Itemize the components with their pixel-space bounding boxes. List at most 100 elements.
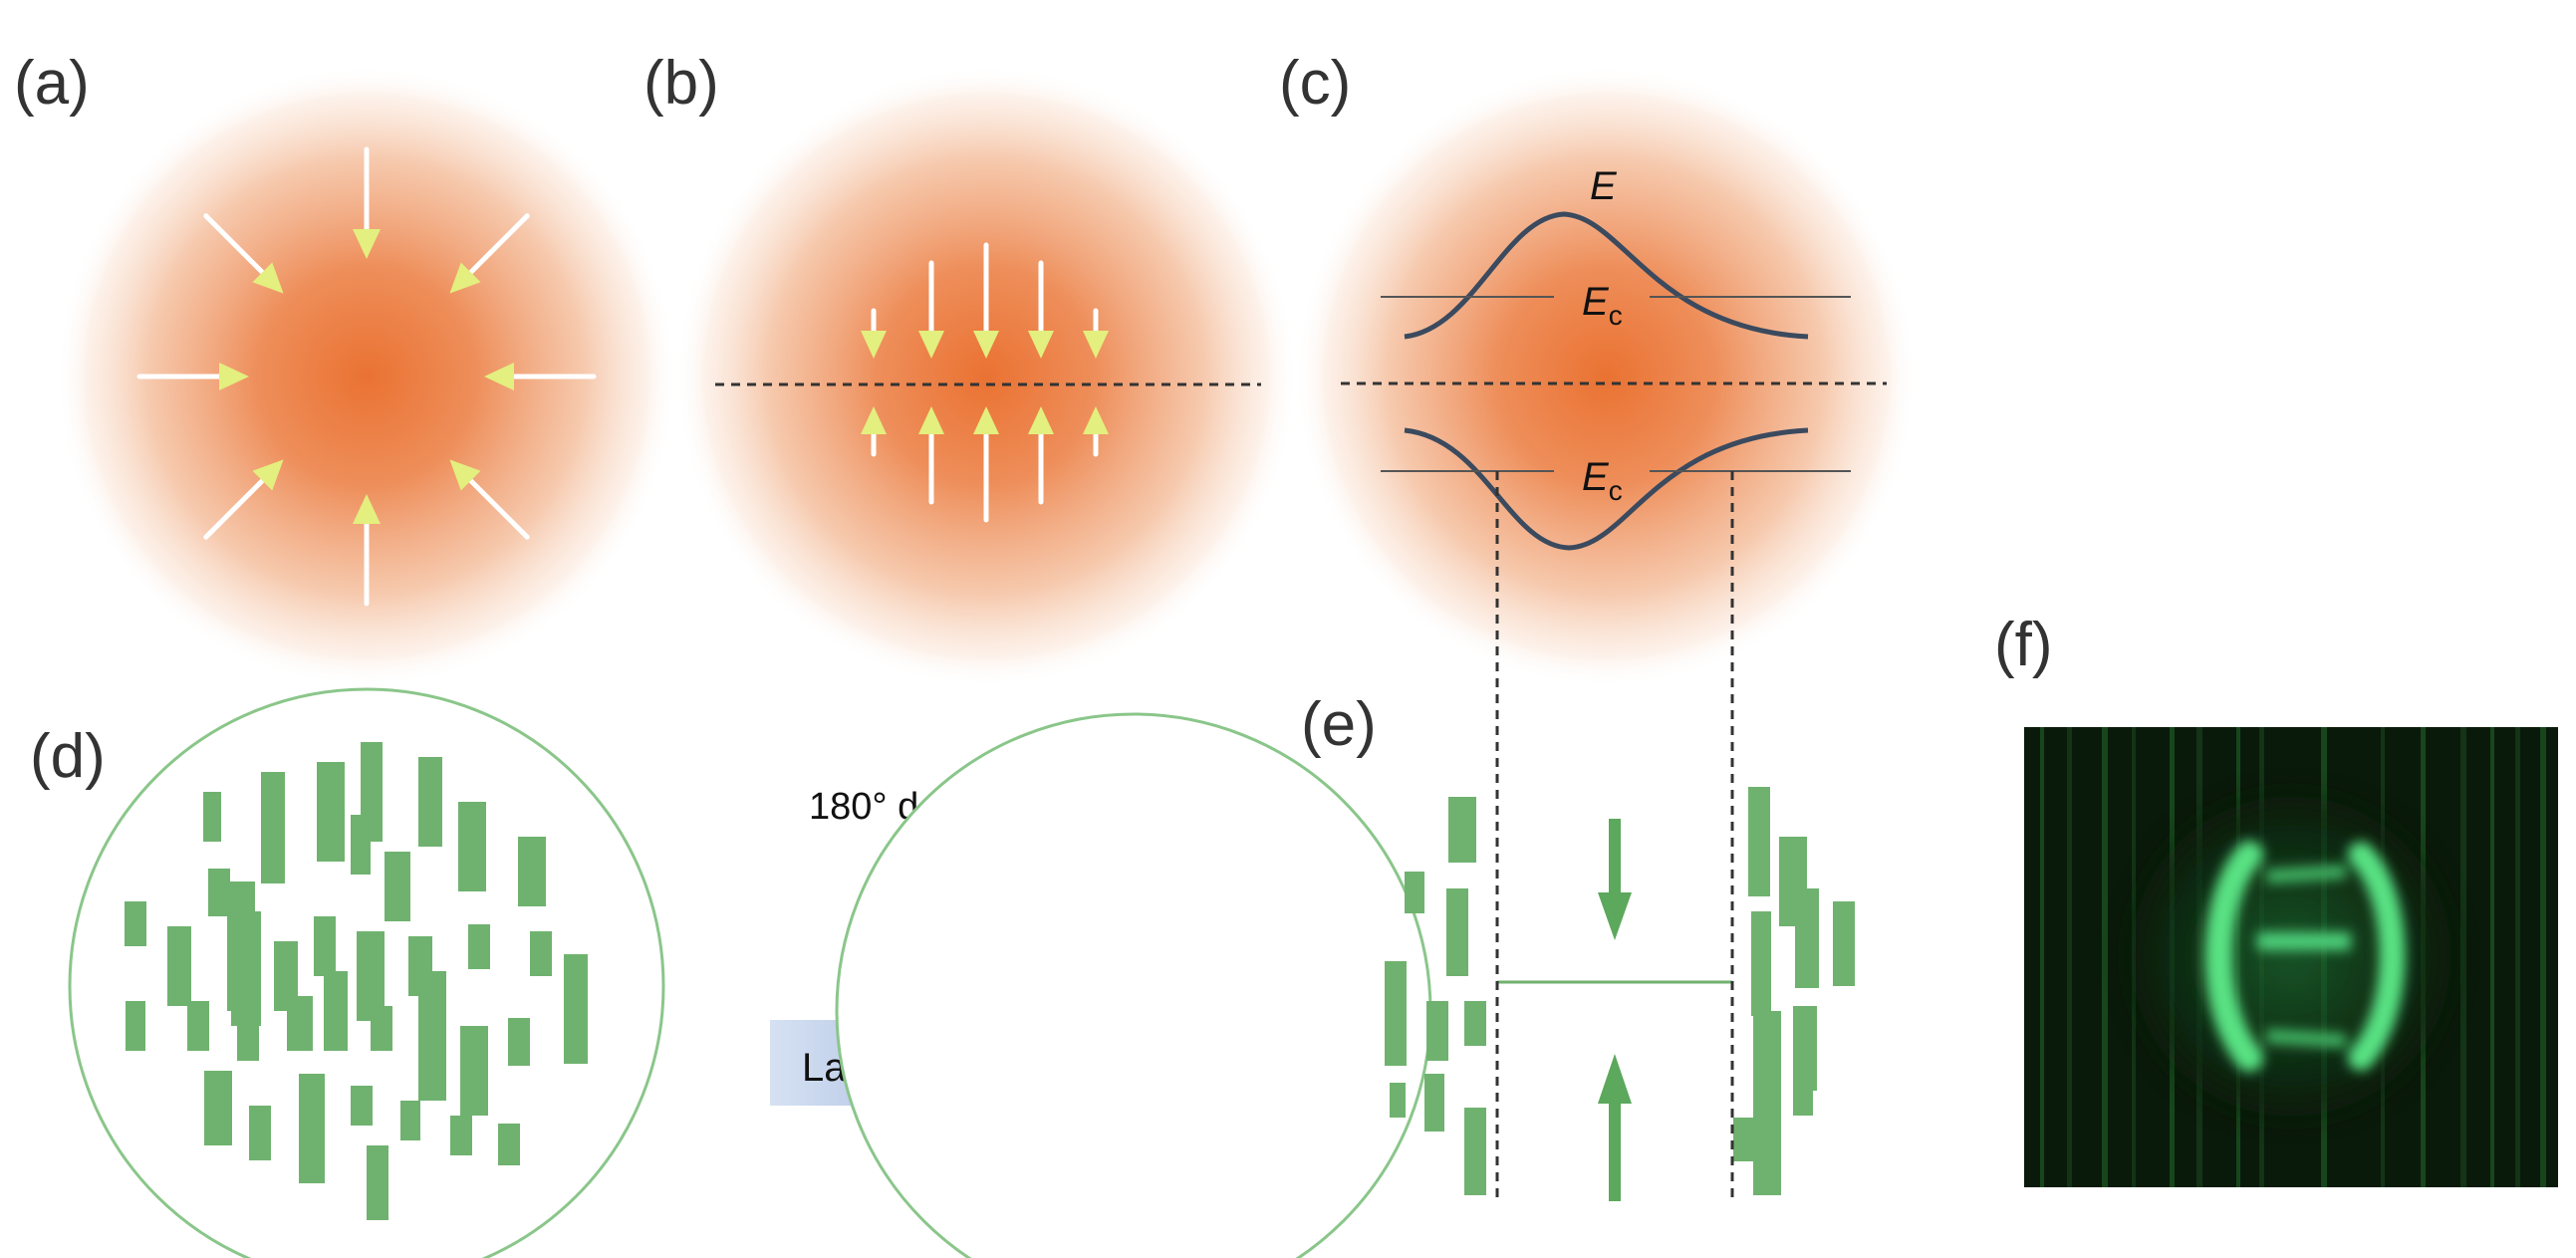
- domain-rect: [498, 1124, 520, 1165]
- domain-rect: [1753, 1106, 1781, 1195]
- domain-rect: [518, 837, 546, 906]
- panel-c: E Ec Ec: [1295, 66, 1917, 687]
- field-label: E: [1590, 164, 1618, 208]
- up-arrow: [1083, 406, 1109, 457]
- panel-a: [56, 66, 677, 687]
- laser-beam-spot: [1295, 66, 1917, 687]
- domain-rect: [1751, 911, 1771, 1016]
- domain-rect: [371, 1006, 392, 1051]
- domain-rect: [530, 931, 552, 976]
- domain-rect: [126, 1001, 145, 1051]
- inward-arrow: [449, 459, 530, 540]
- domain-rect: [1833, 946, 1853, 986]
- domain-rect: [204, 1071, 232, 1145]
- domain-rect: [458, 802, 486, 891]
- down-arrow: [918, 260, 944, 359]
- inward-arrow: [136, 363, 249, 390]
- domain-rect: [324, 971, 348, 1051]
- microscope-image: [2024, 727, 2558, 1187]
- domain-rect: [1748, 787, 1770, 896]
- streak: [2490, 727, 2494, 1187]
- domain-rect: [208, 869, 230, 916]
- inward-arrow: [353, 494, 381, 607]
- streak: [2515, 727, 2520, 1187]
- coercive-label-upper: Ec: [1582, 280, 1623, 331]
- coercive-label-lower: Ec: [1582, 455, 1623, 506]
- domain-rect: [351, 1086, 373, 1126]
- up-arrow: [973, 406, 999, 523]
- domain-rect: [1795, 888, 1819, 988]
- domain-rect: [1464, 1001, 1486, 1046]
- vertical-arrows-icon: [861, 242, 1109, 523]
- down-arrow-icon: [1598, 819, 1632, 940]
- streak: [2040, 727, 2044, 1187]
- domain-rect: [167, 926, 191, 1006]
- domain-rect: [125, 901, 146, 946]
- panel-d: [68, 687, 665, 1258]
- domain-rect: [1733, 1118, 1753, 1161]
- domain-rect: [1426, 1001, 1448, 1061]
- domain-rect: [361, 742, 383, 842]
- panel-label-d: (d): [30, 722, 106, 791]
- domain-rect: [1424, 1074, 1444, 1132]
- inward-arrow: [353, 146, 381, 259]
- h-shaped-glow: [2204, 841, 2406, 1072]
- panel-label-a: (a): [14, 49, 90, 118]
- inward-arrow: [484, 363, 597, 390]
- domain-rect: [400, 1101, 420, 1140]
- domain-rect: [1793, 1056, 1813, 1116]
- panel-label-f: (f): [1994, 611, 2053, 679]
- inward-arrow: [203, 213, 284, 294]
- domain-rect: [203, 792, 221, 842]
- panel-label-b: (b): [644, 49, 719, 118]
- down-arrow: [973, 242, 999, 359]
- remaining-domains: [1385, 787, 1855, 1195]
- domain-rect: [460, 1026, 488, 1116]
- domain-rect: [249, 1106, 271, 1160]
- panel-f: [2024, 727, 2558, 1187]
- inward-arrow: [449, 213, 530, 294]
- panel-b: [675, 66, 1297, 687]
- down-arrow: [1028, 260, 1054, 359]
- panel-e: [835, 712, 1855, 1258]
- domain-rect: [1446, 888, 1468, 976]
- domain-rect: [385, 852, 410, 921]
- domain-rect: [187, 1001, 209, 1051]
- domain-rect: [1405, 872, 1424, 913]
- domain-rect: [237, 1016, 259, 1061]
- converging-arrows-icon: [136, 146, 597, 607]
- domain-rect: [418, 757, 442, 847]
- domain-rect: [287, 996, 313, 1051]
- domain-rect: [231, 911, 261, 1026]
- up-arrow: [1028, 406, 1054, 505]
- up-arrow-icon: [1598, 1054, 1632, 1201]
- panel-label-c: (c): [1279, 49, 1351, 118]
- domain-rect: [418, 971, 446, 1101]
- domain-rect: [1464, 1108, 1486, 1195]
- streak: [2540, 727, 2546, 1187]
- domain-rect: [1753, 1011, 1781, 1106]
- random-domains: [125, 742, 588, 1220]
- domain-rect: [564, 954, 588, 1064]
- streak: [2460, 727, 2466, 1187]
- streak: [2102, 727, 2108, 1187]
- domain-rect: [450, 1116, 472, 1155]
- domain-rect: [317, 762, 345, 862]
- domain-rect: [468, 924, 490, 969]
- field-curve-upper: [1404, 211, 1809, 340]
- inward-arrow: [203, 459, 284, 540]
- domain-rect: [299, 1074, 325, 1183]
- domain-rect: [1448, 797, 1476, 863]
- domain-rect: [314, 916, 336, 976]
- down-arrow: [861, 308, 887, 359]
- field-curve-lower: [1404, 427, 1809, 551]
- up-arrow: [861, 406, 887, 457]
- domain-rect: [1390, 1083, 1406, 1118]
- up-arrow: [918, 406, 944, 505]
- domain-rect: [508, 1018, 530, 1066]
- domain-rect: [1385, 961, 1407, 1066]
- panel-label-e: (e): [1301, 690, 1377, 759]
- down-arrow: [1083, 308, 1109, 359]
- domain-rect: [261, 772, 285, 883]
